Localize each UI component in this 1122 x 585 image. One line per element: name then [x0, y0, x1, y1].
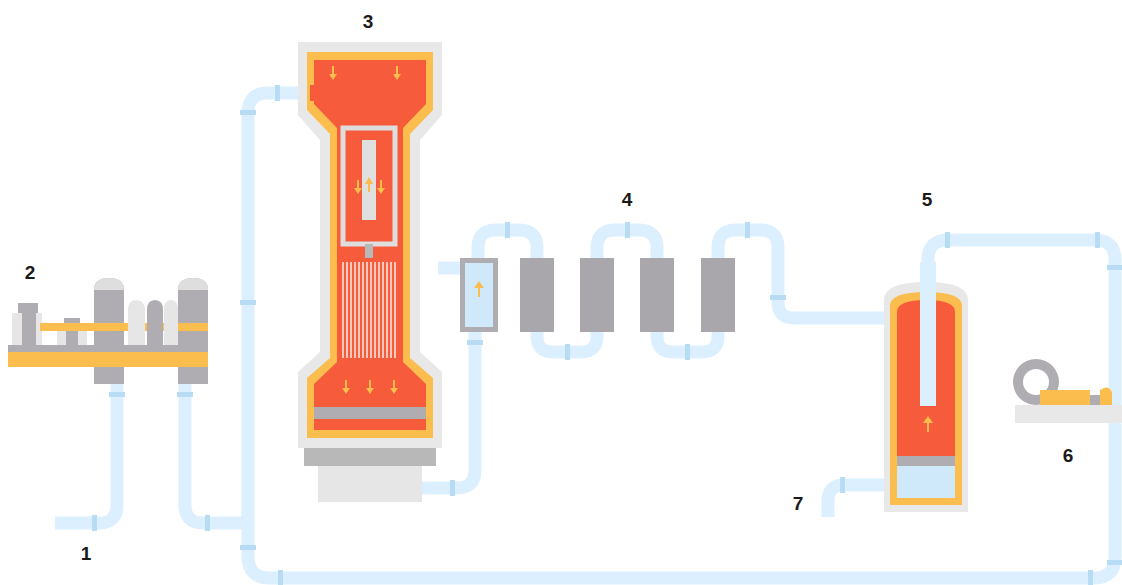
callout-number: 2	[25, 263, 36, 282]
callout-number: 7	[793, 494, 804, 513]
pipe-joints	[92, 85, 1122, 585]
callout-number: 4	[622, 190, 633, 209]
turbine-compressor	[8, 278, 208, 384]
callout-number: 6	[1063, 446, 1074, 465]
callout-number: 3	[363, 12, 374, 31]
generator	[1013, 359, 1122, 423]
reactor	[298, 42, 442, 502]
steam-generator	[884, 262, 968, 512]
heat-exchanger-train	[460, 258, 735, 332]
callout-number: 5	[922, 190, 933, 209]
piping	[55, 93, 1115, 578]
callout-number: 1	[81, 544, 92, 563]
